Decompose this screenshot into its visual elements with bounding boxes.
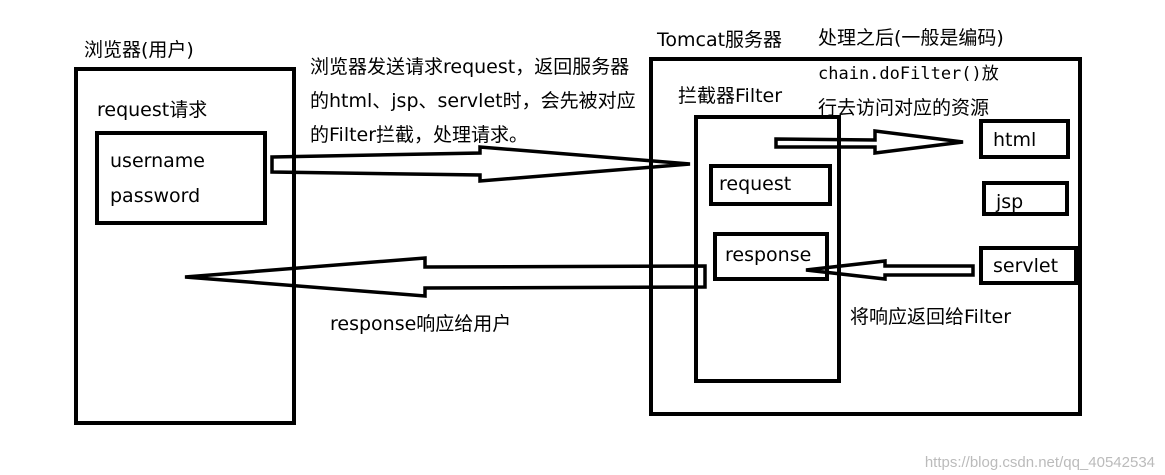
filter-response-box xyxy=(713,232,829,281)
browser-box xyxy=(74,67,296,425)
request-note-line-1: 浏览器发送请求request，返回服务器 xyxy=(310,56,630,78)
after-note-line-3: 行去访问对应的资源 xyxy=(818,97,990,119)
browser-title: 浏览器(用户) xyxy=(84,39,194,61)
after-note-line-2: chain.doFilter()放 xyxy=(818,64,999,84)
request-arrow xyxy=(270,145,691,183)
filter-request-label: request xyxy=(719,173,792,195)
request-note-line-2: 的html、jsp、servlet时，会先被对应 xyxy=(310,90,636,112)
username-field: username xyxy=(110,150,205,172)
after-note-line-1: 处理之后(一般是编码) xyxy=(818,27,1004,49)
watermark: https://blog.csdn.net/qq_40542534 xyxy=(924,454,1155,471)
jsp-resource-label: jsp xyxy=(996,191,1024,213)
filter-title: 拦截器Filter xyxy=(678,85,783,107)
response-note: response响应给用户 xyxy=(330,313,512,335)
request-note-line-3: 的Filter拦截，处理请求。 xyxy=(310,124,529,146)
server-title: Tomcat服务器 xyxy=(657,29,783,51)
jsp-resource-box xyxy=(982,181,1069,216)
servlet-resource-box xyxy=(979,246,1078,285)
html-resource-label: html xyxy=(993,129,1037,151)
response-arrow xyxy=(184,256,707,298)
server-box xyxy=(649,57,1082,416)
filter-request-box xyxy=(709,164,832,206)
credentials-box xyxy=(95,131,267,225)
servlet-resource-label: servlet xyxy=(993,255,1059,277)
servlet-to-filter-arrow xyxy=(805,259,975,281)
return-note: 将响应返回给Filter xyxy=(850,306,1012,328)
request-label: request请求 xyxy=(97,99,208,121)
html-resource-box xyxy=(979,119,1070,159)
filter-to-html-arrow xyxy=(774,129,964,155)
password-field: password xyxy=(110,185,201,207)
filter-box xyxy=(694,115,841,383)
filter-response-label: response xyxy=(725,244,812,266)
